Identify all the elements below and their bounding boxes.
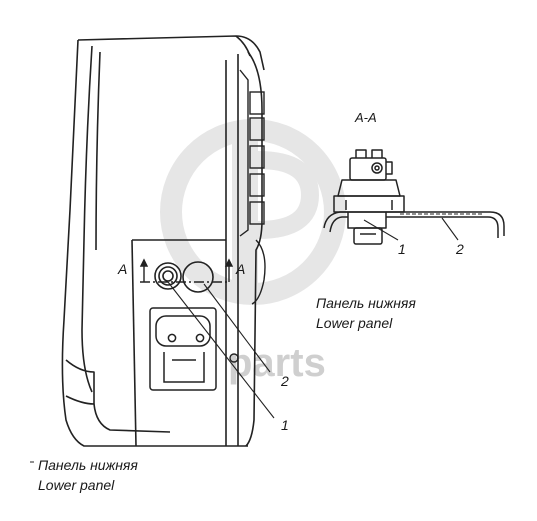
main-caption-en: Lower panel — [38, 477, 115, 493]
section-view-connector — [333, 149, 405, 245]
connector-cover — [182, 261, 214, 293]
main-callout-2: 2 — [280, 373, 289, 389]
watermark-logo — [160, 119, 346, 305]
main-leader-lines — [167, 281, 275, 419]
cab-body-outline — [61, 35, 265, 447]
lower-panel-plate — [149, 307, 217, 391]
section-mark-right: A — [235, 261, 245, 277]
watermark-text: parts — [228, 341, 326, 385]
connector-socket — [154, 262, 182, 290]
section-line-a-a — [139, 258, 234, 283]
section-callout-1: 1 — [398, 241, 406, 257]
section-mark-left: A — [117, 261, 127, 277]
section-view-title: A-A — [354, 110, 377, 125]
main-caption-ru: Панель нижняя — [38, 457, 138, 473]
section-panel-sheet — [323, 211, 505, 238]
section-caption-ru: Панель нижняя — [316, 295, 416, 311]
section-callout-2: 2 — [455, 241, 464, 257]
main-callout-1: 1 — [281, 417, 289, 433]
section-leader-lines — [363, 217, 459, 241]
section-caption-en: Lower panel — [316, 315, 393, 331]
door-hinges — [229, 69, 266, 363]
